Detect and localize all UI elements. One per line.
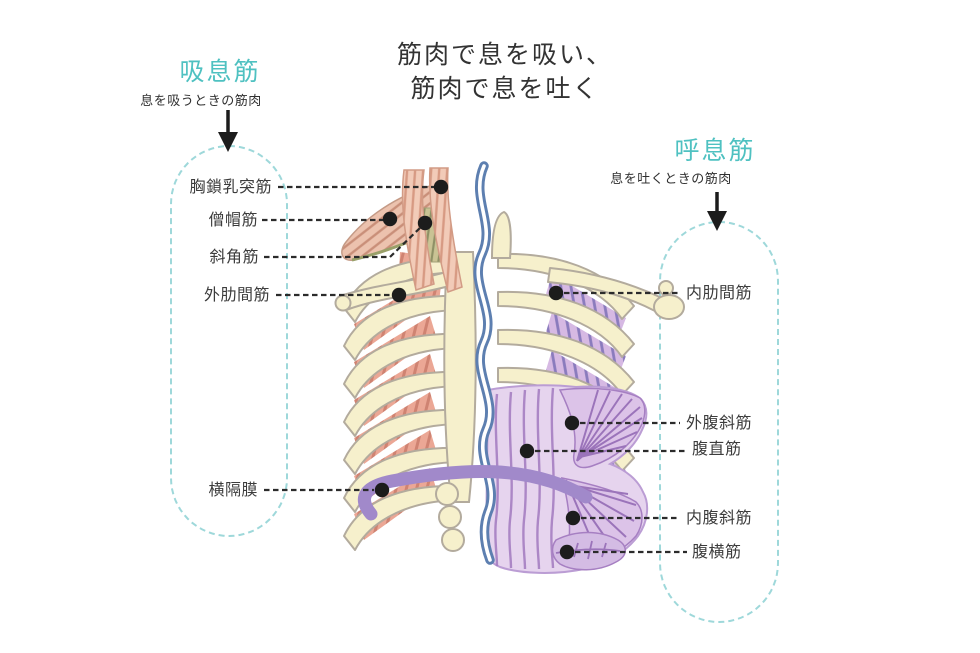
- connector-lines: [262, 185, 688, 554]
- label-diaphragm: 横隔膜: [208, 480, 258, 499]
- down-arrow-icon: [707, 192, 727, 231]
- diaphragm-shape: [358, 465, 593, 521]
- title-line-1: 筋肉で息を吸い、: [396, 40, 613, 69]
- inhale-subtitle: 息を吸うときの筋肉: [140, 94, 262, 109]
- title-line-2: 筋肉で息を吐く: [410, 74, 600, 103]
- label-transversus-abdominis: 腹横筋: [692, 542, 742, 561]
- spine-line: [473, 161, 496, 565]
- label-internal-intercostal: 内肋間筋: [686, 283, 753, 302]
- abdominal-muscles: [484, 384, 649, 574]
- inhale-heading: 吸息筋: [179, 57, 261, 86]
- label-sternocleidomastoid: 胸鎖乳突筋: [189, 177, 272, 196]
- label-trapezius: 僧帽筋: [208, 210, 258, 229]
- label-internal-oblique: 内腹斜筋: [686, 508, 753, 527]
- exhale-subtitle: 息を吐くときの筋肉: [610, 172, 732, 187]
- page-title: 筋肉で息を吸い、 筋肉で息を吐く: [340, 38, 670, 106]
- rectus-abdominis-stripes: [494, 387, 555, 570]
- down-arrow-icon: [218, 110, 238, 152]
- label-external-oblique: 外腹斜筋: [686, 413, 753, 432]
- label-scalene: 斜角筋: [209, 247, 259, 266]
- sternum: [435, 210, 512, 552]
- connector-dots: [374, 179, 581, 560]
- ribcage-left: [343, 252, 463, 551]
- label-rectus-abdominis: 腹直筋: [692, 439, 742, 458]
- label-external-intercostal: 外肋間筋: [203, 285, 270, 304]
- exhale-heading: 呼息筋: [674, 136, 756, 165]
